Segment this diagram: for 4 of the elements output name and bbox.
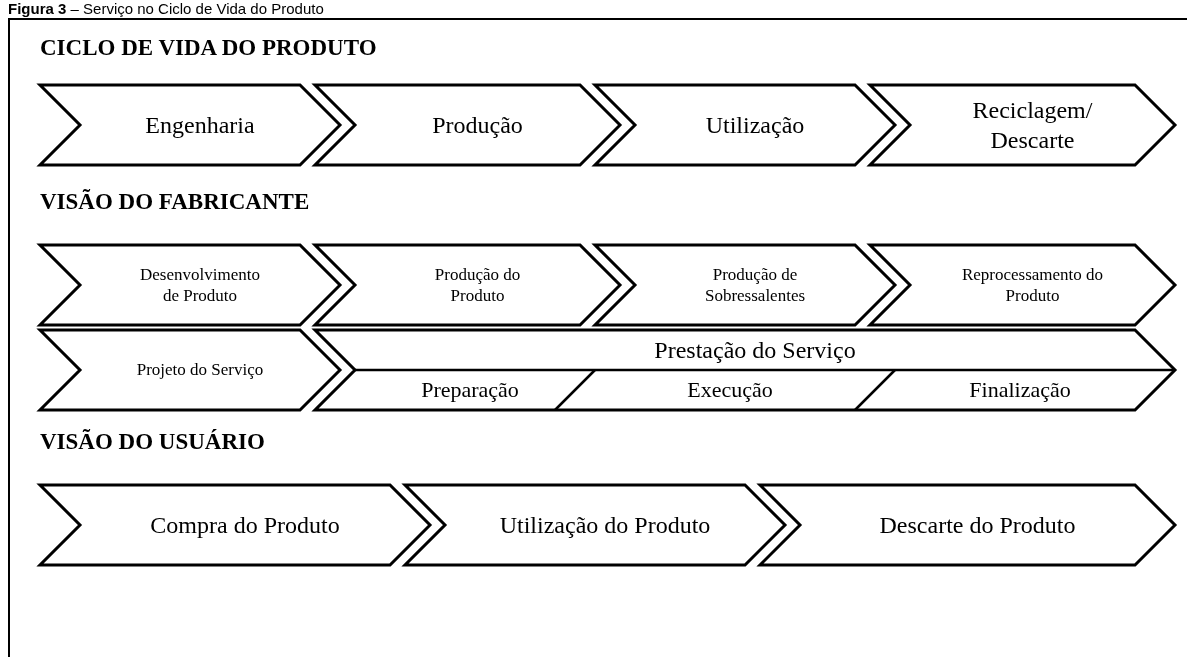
section-heading: CICLO DE VIDA DO PRODUTO	[40, 35, 377, 61]
section-heading: VISÃO DO FABRICANTE	[40, 189, 310, 215]
section-heading: VISÃO DO USUÁRIO	[40, 429, 265, 455]
figure-title: Figura 3 – Serviço no Ciclo de Vida do Produto	[8, 0, 324, 17]
